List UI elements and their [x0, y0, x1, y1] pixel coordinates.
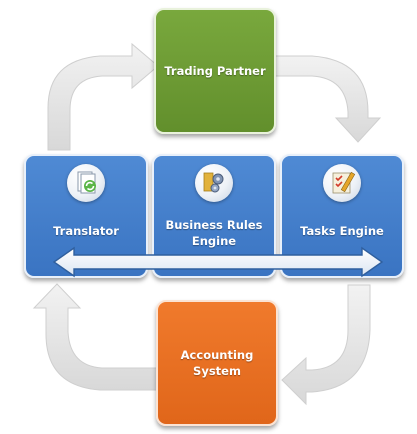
- arrow-tasks-to-accounting: [281, 284, 371, 406]
- accounting-system-box: Accounting System: [156, 300, 278, 426]
- accounting-label-line1: Accounting: [180, 348, 254, 362]
- arrow-translator-to-partner: [47, 42, 159, 151]
- business-rules-label-line1: Business Rules: [165, 218, 263, 232]
- checklist-icon: [323, 164, 361, 202]
- gears-icon: [195, 164, 233, 202]
- arrow-accounting-to-translator: [32, 283, 161, 391]
- trading-partner-label: Trading Partner: [164, 64, 266, 78]
- business-rules-label-line2: Engine: [191, 234, 237, 248]
- accounting-label-line2: System: [193, 364, 241, 378]
- trading-partner-box: Trading Partner: [154, 8, 276, 134]
- tasks-engine-label: Tasks Engine: [300, 224, 384, 238]
- translator-label: Translator: [53, 224, 119, 238]
- document-recycle-icon: [67, 164, 105, 202]
- arrow-partner-to-tasks: [273, 55, 382, 143]
